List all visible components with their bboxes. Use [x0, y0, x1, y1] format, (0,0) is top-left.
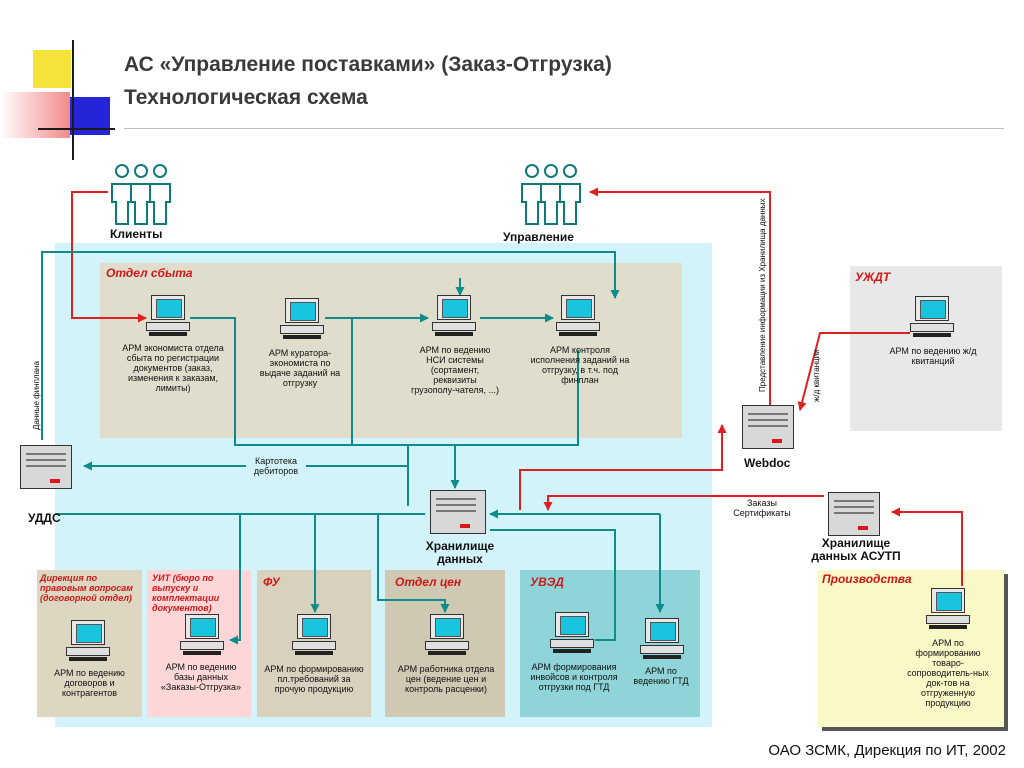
fu-computer-icon	[292, 614, 336, 656]
nsi-label: АРМ по ведению НСИ системы (сортамент, р…	[411, 345, 499, 395]
page-subtitle: Технологическая схема	[124, 86, 368, 109]
clients-to-sales-line	[71, 191, 147, 323]
uzhdt-title: УЖДТ	[855, 270, 891, 284]
uved-to-warehouse-line	[490, 529, 616, 641]
management-label: Управление	[503, 230, 574, 244]
asutp-server-icon	[828, 492, 880, 536]
bus-to-uit-line	[229, 514, 241, 645]
asutp-server-label: Хранилище данных АСУТП	[811, 536, 901, 563]
fu-workstation-label: АРМ по формированию пл.требований за про…	[264, 664, 364, 694]
rail-receipts-flow-label: ж/д квитанции	[812, 349, 821, 402]
uzhdt-panel	[850, 266, 1002, 431]
webdoc-server-label: Webdoc	[744, 456, 791, 470]
uzhdt-to-webdoc-line	[797, 332, 910, 411]
warehouse-server-icon	[430, 490, 486, 534]
shipment-control-computer-icon	[556, 295, 600, 337]
orders-db-label: АРМ по ведению базы данных «Заказы-Отгру…	[160, 662, 242, 692]
footer-credit: ОАО ЗСМК, Дирекция по ИТ, 2002	[768, 742, 1006, 759]
legal-title: Дирекция по правовым вопросам (договорно…	[40, 573, 133, 603]
curator-down-line	[351, 318, 460, 489]
bus-to-prices-line	[377, 514, 450, 613]
clients-label: Клиенты	[110, 227, 163, 241]
uit-title: УИТ (бюро по выпуску и комплектации доку…	[152, 573, 220, 613]
orders-certs-flow-label: Заказы Сертификаты	[733, 498, 791, 518]
page-title: АС «Управление поставками» (Заказ-Отгруз…	[124, 53, 612, 76]
sales-department-panel	[100, 263, 682, 438]
warehouse-to-webdoc-line	[519, 424, 727, 510]
debtors-flow-label: Картотека дебиторов	[246, 456, 306, 476]
uzhdt-computer-icon	[910, 296, 954, 338]
contracts-label: АРМ по ведению договоров и контрагентов	[54, 668, 125, 698]
uved-title: УВЭД	[530, 575, 564, 589]
title-underline	[124, 128, 1004, 129]
webdoc-to-management-line	[589, 187, 771, 405]
sales-economist-label: АРМ экономиста отдела сбыта по регистрац…	[122, 343, 224, 393]
prices-title: Отдел цен	[395, 575, 462, 589]
production-computer-icon	[926, 588, 970, 630]
uds-server-label: УДДС	[28, 511, 61, 525]
prices-workstation-label: АРМ работника отдела цен (ведение цен и …	[397, 664, 495, 694]
shipment-control-down-line	[455, 350, 579, 446]
finplan-line	[41, 251, 620, 440]
nsi-computer-icon	[432, 295, 476, 337]
contracts-computer-icon	[66, 620, 110, 662]
fu-title: ФУ	[263, 575, 280, 589]
gtd-computer-icon	[640, 618, 684, 660]
production-to-asutp-line	[891, 507, 963, 586]
sales-department-title: Отдел сбыта	[106, 266, 193, 280]
sales-economist-computer-icon	[146, 295, 190, 337]
production-title: Производства	[822, 572, 912, 586]
orders-db-computer-icon	[180, 614, 224, 656]
shipment-control-label: АРМ контроля исполнения заданий на отгру…	[530, 345, 630, 385]
clients-people-icon	[111, 164, 171, 225]
uzhdt-workstation-label: АРМ по ведению ж/д квитанций	[889, 346, 977, 366]
asutp-to-warehouse-line	[543, 495, 824, 511]
webdoc-server-icon	[742, 405, 794, 449]
logo-decoration	[0, 0, 115, 160]
production-workstation-label: АРМ по формированию товаро-сопроводитель…	[907, 638, 989, 708]
warehouse-server-label: Хранилище данных	[425, 539, 495, 566]
finplan-flow-label: Данные финплана	[32, 361, 41, 430]
uds-server-icon	[20, 445, 72, 489]
reporting-flow-label: Представление информации из Хранилища да…	[758, 198, 767, 392]
curator-label: АРМ куратора-экономиста по выдаче задани…	[259, 348, 341, 388]
gtd-label: АРМ по ведению ГТД	[633, 666, 689, 686]
invoices-computer-icon	[550, 612, 594, 654]
prices-computer-icon	[425, 614, 469, 656]
curator-computer-icon	[280, 298, 324, 340]
invoices-label: АРМ формирования инвойсов и контроля отг…	[530, 662, 618, 692]
management-people-icon	[521, 164, 581, 225]
production-panel	[818, 570, 1004, 727]
